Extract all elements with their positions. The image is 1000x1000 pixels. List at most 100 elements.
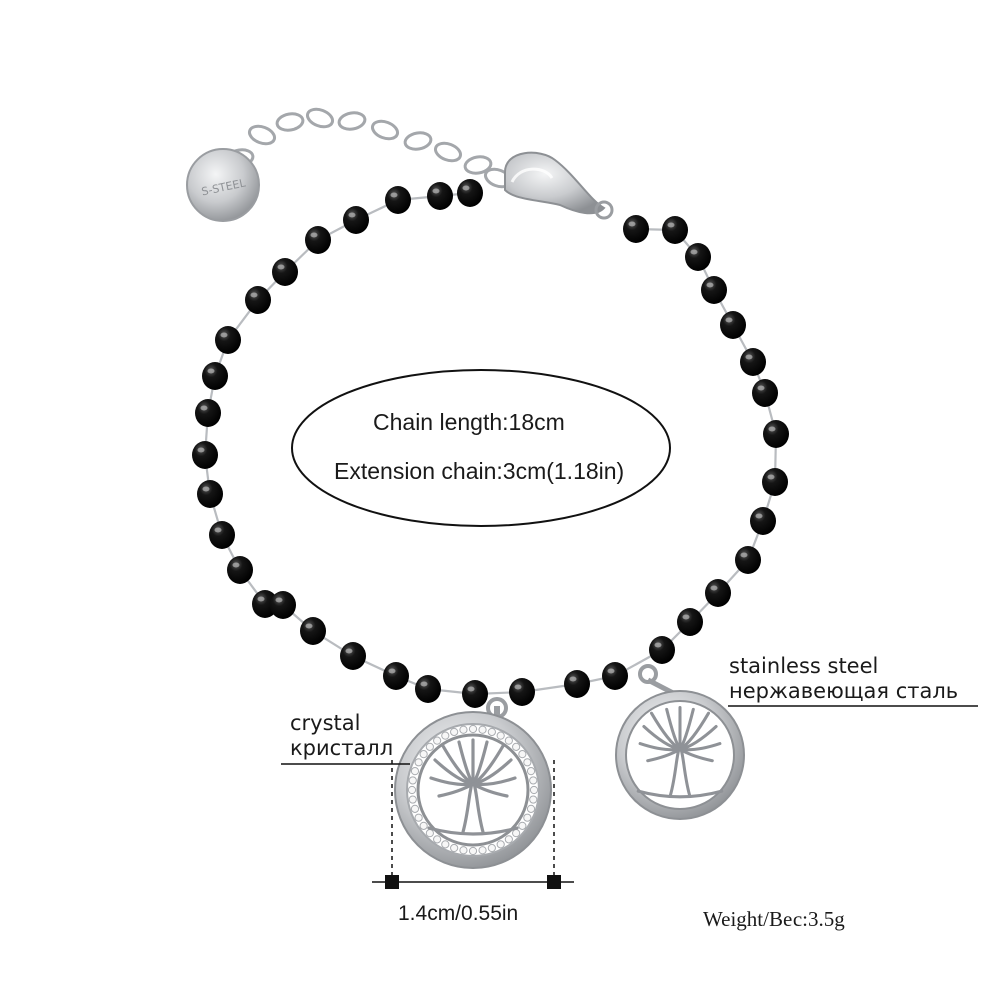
crystal-stone [487, 727, 496, 737]
crystal-stone [487, 843, 496, 853]
chain-link [463, 155, 493, 175]
crystal-stone [425, 742, 434, 751]
bead [197, 480, 223, 508]
chain-tag: S-STEEL [186, 148, 260, 222]
chain-link [370, 119, 400, 141]
crystal-label-en: crystal [290, 711, 361, 735]
crystal-stone [407, 785, 417, 795]
steel-label-en: stainless steel [729, 654, 879, 678]
bead [740, 348, 766, 376]
bead [649, 636, 675, 664]
crystal-stone [523, 813, 532, 822]
bead [457, 179, 483, 207]
chain-link [305, 107, 335, 129]
bead [300, 617, 326, 645]
crystal-stone [504, 835, 513, 844]
lobster-clasp [504, 151, 614, 220]
bead [720, 311, 746, 339]
crystal-stone [468, 846, 478, 856]
crystal-stone [441, 731, 450, 740]
bead [415, 675, 441, 703]
bead [383, 662, 409, 690]
crystal-stone [518, 750, 527, 759]
chain-link [433, 141, 463, 163]
bead [762, 468, 788, 496]
bead [462, 680, 488, 708]
crystal-stone [504, 736, 513, 745]
bead [564, 670, 590, 698]
info-ellipse [291, 369, 671, 527]
bead [602, 662, 628, 690]
crystal-stone [419, 821, 428, 830]
bead [227, 556, 253, 584]
bead [705, 579, 731, 607]
bead [509, 678, 535, 706]
bead [662, 216, 688, 244]
crystal-stone [512, 829, 521, 838]
crystal-tree-pendant [394, 697, 552, 869]
crystal-stone [523, 758, 532, 767]
crystal-stone [459, 725, 468, 734]
dimension-right-tick [547, 875, 561, 889]
dimension-left-tick [385, 875, 399, 889]
bead [385, 186, 411, 214]
crystal-stone [410, 804, 420, 813]
crystal-stone [450, 843, 459, 853]
bead [427, 182, 453, 210]
bead [305, 226, 331, 254]
crystal-stone [441, 840, 450, 849]
bead [343, 206, 369, 234]
crystal-stone [518, 821, 527, 830]
crystal-stone [408, 795, 417, 804]
crystal-stone [425, 829, 434, 838]
crystal-stone [414, 813, 423, 822]
dimension-text: 1.4cm/0.55in [398, 902, 519, 925]
crystal-stone [459, 846, 468, 855]
steel-label-ru: нержавеющая сталь [729, 679, 959, 703]
crystal-stone [478, 846, 487, 855]
bead [272, 258, 298, 286]
chain-length-text: Chain length:18cm [373, 409, 565, 435]
crystal-stone [478, 725, 487, 734]
bead [623, 215, 649, 243]
dimension-marker [372, 760, 574, 889]
weight-text: Weight/Вес:3.5g [703, 907, 845, 931]
bead [209, 521, 235, 549]
crystal-stone [468, 724, 478, 734]
chain-link [247, 124, 277, 146]
extension-chain-text: Extension chain:3cm(1.18in) [334, 458, 625, 484]
bead [192, 441, 218, 469]
crystal-stone [419, 750, 428, 759]
crystal-stone [433, 835, 442, 844]
crystal-stone [529, 785, 539, 795]
crystal-stone [496, 731, 505, 740]
bead [752, 379, 778, 407]
bead [750, 507, 776, 535]
bead [763, 420, 789, 448]
crystal-stone [433, 736, 442, 745]
bead [340, 642, 366, 670]
bead [202, 362, 228, 390]
bead [270, 591, 296, 619]
black-crystal-beads [192, 179, 789, 708]
crystal-stone [529, 795, 538, 804]
crystal-stone [529, 776, 538, 785]
steel-tree-pendant [615, 664, 745, 820]
crystal-stone [450, 727, 459, 737]
bead [677, 608, 703, 636]
chain-link [403, 131, 433, 151]
crystal-stone [414, 758, 423, 767]
bead [245, 286, 271, 314]
crystal-label-ru: кристалл [290, 736, 394, 760]
bead [195, 399, 221, 427]
crystal-stone [410, 767, 420, 776]
bead [735, 546, 761, 574]
crystal-stone [512, 742, 521, 751]
chain-link [275, 112, 305, 132]
bead [701, 276, 727, 304]
crystal-stone [526, 804, 536, 813]
bead [215, 326, 241, 354]
chain-link [337, 111, 367, 131]
